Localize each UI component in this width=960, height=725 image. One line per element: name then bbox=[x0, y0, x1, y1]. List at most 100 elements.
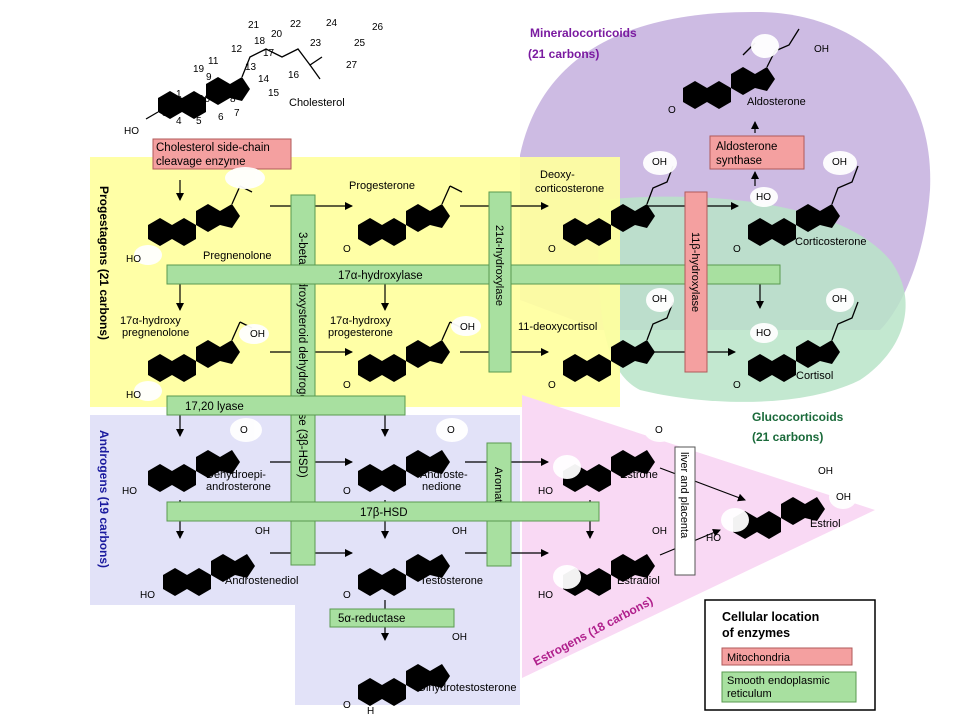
androgens-label: Androgens (19 carbons) bbox=[97, 430, 111, 568]
estradiol-ho: HO bbox=[538, 590, 553, 601]
andro-o17: O bbox=[447, 425, 455, 436]
aldo-o: O bbox=[668, 105, 676, 116]
svg-text:22: 22 bbox=[290, 19, 302, 30]
progestagens-label: Progestagens (21 carbons) bbox=[97, 186, 111, 340]
doc-oh: OH bbox=[652, 157, 667, 168]
andro-name-2: nedione bbox=[422, 481, 461, 493]
estriol-oh1: OH bbox=[818, 466, 833, 477]
mineralocorticoids-carbons: (21 carbons) bbox=[528, 47, 599, 61]
aldo-synthase-label-2: synthase bbox=[716, 155, 762, 167]
cortisol-oh: OH bbox=[832, 294, 847, 305]
andro-o: O bbox=[343, 486, 351, 497]
liver-placenta-box bbox=[674, 446, 696, 576]
reductase5a-box bbox=[329, 608, 455, 628]
svg-text:4: 4 bbox=[176, 116, 182, 127]
svg-text:27: 27 bbox=[346, 60, 358, 71]
estrone-o: O bbox=[655, 425, 663, 436]
cortisol-name: Cortisol bbox=[796, 370, 833, 382]
reductase5a-label: 5α-reductase bbox=[338, 613, 405, 625]
legend-mito-swatch bbox=[721, 647, 853, 666]
cholesterol-ho: HO bbox=[124, 126, 139, 137]
hsd3b-label: 3-beta-hydroxysteroid dehydrogenase (3β-… bbox=[296, 232, 308, 478]
svg-text:11: 11 bbox=[208, 56, 219, 67]
glucocorticoids-carbons: (21 carbons) bbox=[752, 430, 823, 444]
svg-text:25: 25 bbox=[354, 38, 366, 49]
doc-o: O bbox=[548, 244, 556, 255]
legend-title-1: Cellular location bbox=[722, 610, 819, 624]
svg-text:5: 5 bbox=[196, 116, 202, 127]
doxc-oh: OH bbox=[652, 294, 667, 305]
svg-text:16: 16 bbox=[288, 70, 300, 81]
liver-placenta-label: liver and placenta bbox=[678, 452, 690, 539]
cholesterol-structure bbox=[145, 48, 323, 120]
svg-text:10: 10 bbox=[199, 94, 211, 105]
hsd17b-label: 17β-HSD bbox=[360, 507, 408, 519]
ohpreg-name-2: pregnenolone bbox=[122, 327, 189, 339]
ohpreg-name-1: 17α-hydroxy bbox=[120, 315, 181, 327]
svg-text:6: 6 bbox=[218, 112, 224, 123]
svg-text:19: 19 bbox=[193, 64, 205, 75]
legend-ser-label-2: reticulum bbox=[727, 688, 772, 700]
cort-o: O bbox=[733, 244, 741, 255]
doc-name-2: corticosterone bbox=[535, 183, 604, 195]
cortisol-11oh: HO bbox=[756, 328, 771, 339]
svg-text:3: 3 bbox=[162, 108, 168, 119]
aldo-oh: OH bbox=[814, 44, 829, 55]
ohprog-oh: OH bbox=[460, 322, 475, 333]
scc-label-2: cleavage enzyme bbox=[156, 156, 246, 168]
hydroxylase21-box bbox=[488, 191, 512, 373]
doxc-o: O bbox=[548, 380, 556, 391]
svg-text:8: 8 bbox=[230, 94, 236, 105]
svg-text:20: 20 bbox=[271, 29, 283, 40]
svg-text:24: 24 bbox=[326, 18, 338, 29]
legend-title-2: of enzymes bbox=[722, 626, 790, 640]
svg-text:9: 9 bbox=[206, 72, 212, 83]
estradiol-name: Estradiol bbox=[617, 575, 660, 587]
ohpreg-ho: HO bbox=[126, 390, 141, 401]
svg-text:7: 7 bbox=[234, 108, 240, 119]
estriol-name: Estriol bbox=[810, 518, 841, 530]
ohpreg-oh: OH bbox=[250, 329, 265, 340]
hsd17b-box bbox=[166, 501, 600, 522]
svg-text:21: 21 bbox=[248, 20, 260, 31]
svg-text:1: 1 bbox=[176, 89, 182, 100]
lyase1720-box bbox=[166, 395, 406, 416]
hydroxylase17-box bbox=[166, 264, 781, 285]
scc-box bbox=[152, 138, 292, 170]
hydroxylase11-box bbox=[684, 191, 708, 373]
estriol-ho: HO bbox=[706, 533, 721, 544]
corticosterone-name: Corticosterone bbox=[795, 236, 867, 248]
testo-name: Testosterone bbox=[420, 575, 483, 587]
andro-name-1: Androste- bbox=[420, 469, 468, 481]
cortisol-o: O bbox=[733, 380, 741, 391]
estrone-name: Estrone bbox=[620, 469, 658, 481]
pregnenolone-name: Pregnenolone bbox=[203, 250, 272, 262]
progesterone-structure bbox=[358, 185, 463, 246]
ohprog-name-2: progesterone bbox=[328, 327, 393, 339]
svg-text:26: 26 bbox=[372, 22, 384, 33]
mineralocorticoids-label: Mineralocorticoids bbox=[530, 26, 637, 40]
hydroxylase21-label: 21α-hydroxylase bbox=[493, 225, 505, 306]
dhea-name-2: androsterone bbox=[206, 481, 271, 493]
arrow-estrone-estriol bbox=[659, 467, 746, 502]
dht-oh: OH bbox=[452, 632, 467, 643]
dhea-ho: HO bbox=[122, 486, 137, 497]
aldosterone-name: Aldosterone bbox=[747, 96, 806, 108]
enzyme-location-legend: Cellular location of enzymes Mitochondri… bbox=[704, 599, 876, 711]
legend-ser-swatch bbox=[721, 671, 857, 703]
cort-11oh: HO bbox=[756, 192, 771, 203]
svg-text:13: 13 bbox=[245, 62, 257, 73]
svg-text:14: 14 bbox=[258, 74, 270, 85]
dht-name: Dihydrotestosterone bbox=[418, 682, 516, 694]
preg-ho: HO bbox=[126, 254, 141, 265]
doc-name-1: Deoxy- bbox=[540, 169, 575, 181]
svg-text:2: 2 bbox=[164, 96, 170, 107]
cort-oh: OH bbox=[832, 157, 847, 168]
dht-h: H bbox=[367, 706, 374, 717]
progesterone-name: Progesterone bbox=[349, 180, 415, 192]
aldo-synthase-box bbox=[709, 135, 805, 170]
adiol-oh: OH bbox=[255, 526, 270, 537]
adiol-ho: HO bbox=[140, 590, 155, 601]
